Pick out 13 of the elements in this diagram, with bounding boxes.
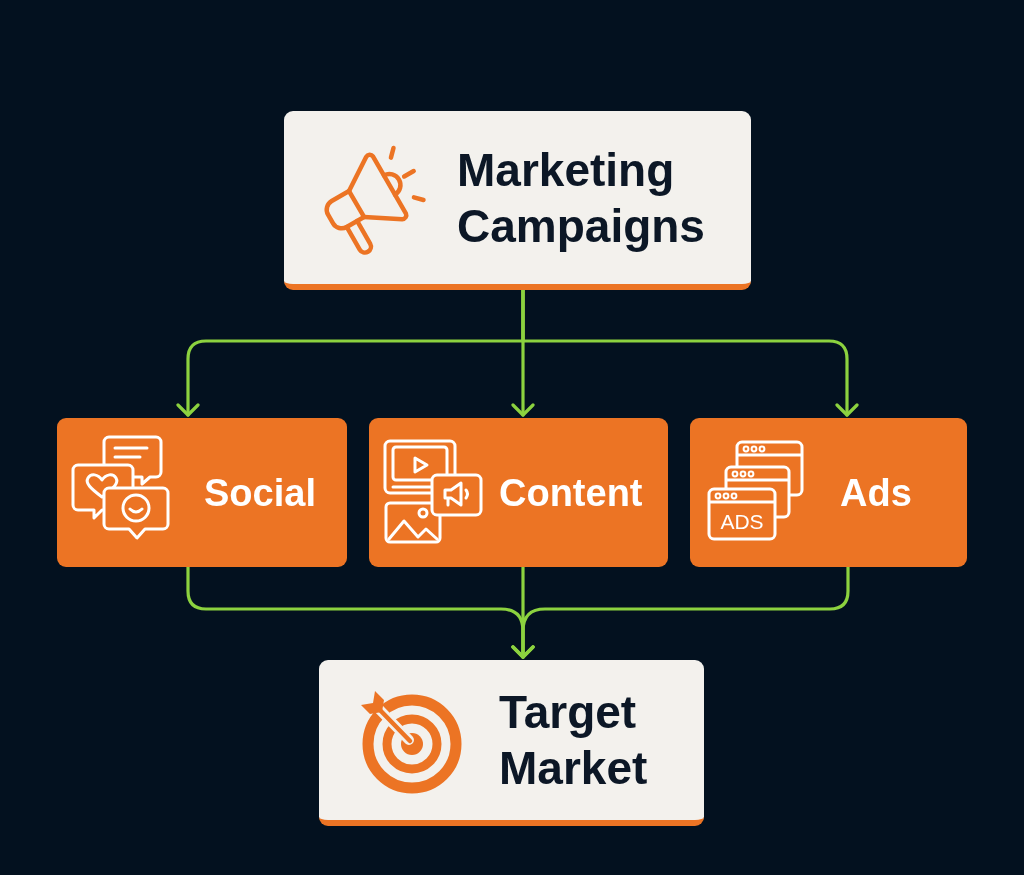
category-box (57, 418, 347, 567)
box-title: Marketing Campaigns (457, 142, 706, 254)
box-label: Ads (840, 470, 912, 515)
box-label: Content (499, 470, 643, 515)
process-box (284, 111, 751, 290)
icon-text: ADS (720, 510, 764, 532)
box-title: Target Market (499, 685, 649, 796)
category-box (690, 418, 967, 567)
category-box (369, 418, 668, 567)
process-box (319, 660, 704, 826)
connector-arrow (511, 565, 850, 659)
connector-arrow (521, 288, 859, 417)
box-label: Social (204, 470, 316, 515)
